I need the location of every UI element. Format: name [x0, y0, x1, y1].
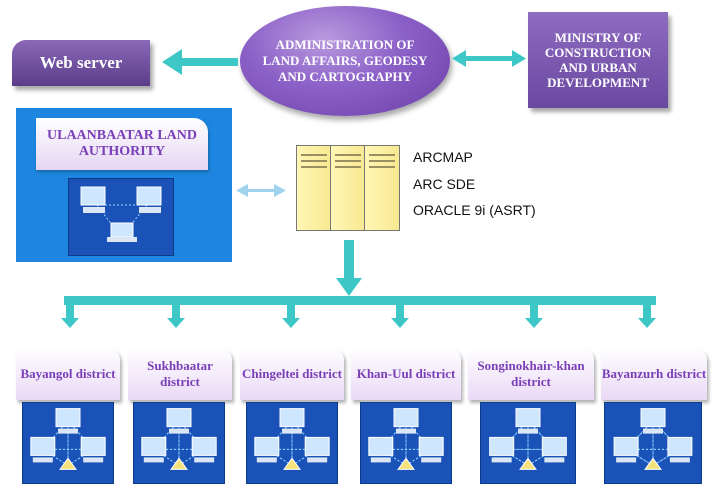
arrow-ub-servers — [236, 184, 286, 197]
district-drop-arrow — [172, 305, 180, 319]
district-drop-arrow-tip — [61, 318, 79, 328]
computer-icon — [30, 436, 56, 463]
hub-icon — [59, 457, 77, 470]
computer-icon — [368, 436, 394, 463]
computer-icon — [141, 436, 167, 463]
district-network-icon — [22, 402, 114, 484]
district-bayanzurh: Bayanzurh district — [601, 348, 707, 400]
district-label: Khan-Uul district — [356, 366, 456, 381]
district-drop-arrow-tip — [525, 318, 543, 328]
arrow-admin-ministry — [452, 50, 526, 67]
district-drop-arrow — [66, 305, 74, 319]
hub-icon — [644, 457, 662, 470]
hub-icon — [397, 457, 415, 470]
district-drop-arrow — [530, 305, 538, 319]
district-network-icon — [360, 402, 452, 484]
web-server-box: Web server — [12, 40, 150, 86]
district-drop-arrow-tip — [638, 318, 656, 328]
computer-icon — [489, 436, 515, 463]
hub-icon — [519, 457, 537, 470]
district-khan-uul: Khan-Uul district — [351, 348, 461, 400]
district-sukhbaatar: Sukhbaatar district — [128, 348, 232, 400]
computer-icon — [166, 408, 192, 434]
computer-icon — [640, 408, 666, 434]
ulaanbaatar-label: ULAANBAATAR LAND AUTHORITY — [47, 128, 197, 159]
laptop-icon — [107, 222, 137, 242]
computer-icon — [55, 408, 81, 434]
computer-icon — [541, 436, 567, 463]
administration-label: ADMINISTRATION OF LAND AFFAIRS, GEODESY … — [262, 37, 428, 84]
hub-icon — [283, 457, 301, 470]
district-chingeltei: Chingeltei district — [240, 348, 344, 400]
software-arcmap: ARCMAP — [413, 149, 473, 165]
distribution-bus — [64, 296, 656, 305]
district-network-icon — [480, 402, 576, 484]
ulaanbaatar-title: ULAANBAATAR LAND AUTHORITY — [36, 118, 208, 170]
district-drop-arrow-tip — [282, 318, 300, 328]
software-arcsde: ARC SDE — [413, 176, 476, 192]
district-drop-arrow-tip — [391, 318, 409, 328]
computer-icon — [254, 436, 280, 463]
computer-icon — [279, 408, 305, 434]
computer-icon — [418, 436, 444, 463]
computer-icon — [80, 186, 106, 213]
district-label: Chingeltei district — [241, 366, 342, 381]
web-server-label: Web server — [39, 53, 123, 72]
computer-icon — [613, 436, 639, 463]
software-oracle: ORACLE 9i (ASRT) — [413, 202, 536, 218]
computer-icon — [80, 436, 106, 463]
district-drop-arrow — [643, 305, 651, 319]
district-network-icon — [246, 402, 338, 484]
district-label: Bayangol district — [20, 366, 116, 381]
computer-icon — [304, 436, 330, 463]
ministry-box: MINISTRY OF CONSTRUCTION AND URBAN DEVEL… — [528, 12, 668, 108]
district-label: Songinokhair-khan district — [477, 358, 585, 389]
district-label: Bayanzurh district — [601, 366, 707, 381]
arrow-to-web-server — [162, 49, 238, 75]
district-songinokhairkhan: Songinokhair-khan district — [468, 348, 594, 400]
computer-icon — [136, 186, 162, 213]
computer-icon — [667, 436, 693, 463]
hub-icon — [170, 457, 188, 470]
arrow-servers-bus — [336, 240, 362, 296]
district-label: Sukhbaatar district — [147, 358, 213, 389]
computer-icon — [191, 436, 217, 463]
computer-icon — [393, 408, 419, 434]
computer-icon — [515, 408, 541, 434]
ulaanbaatar-network-icon — [68, 178, 174, 256]
district-drop-arrow-tip — [167, 318, 185, 328]
district-drop-arrow — [287, 305, 295, 319]
district-network-icon — [133, 402, 225, 484]
administration-node: ADMINISTRATION OF LAND AFFAIRS, GEODESY … — [240, 6, 450, 116]
district-drop-arrow — [396, 305, 404, 319]
district-bayangol: Bayangol district — [16, 348, 120, 400]
ministry-label: MINISTRY OF CONSTRUCTION AND URBAN DEVEL… — [544, 30, 652, 90]
server-stack-icon — [296, 145, 404, 235]
ulaanbaatar-panel: ULAANBAATAR LAND AUTHORITY — [16, 108, 232, 262]
district-network-icon — [604, 402, 702, 484]
